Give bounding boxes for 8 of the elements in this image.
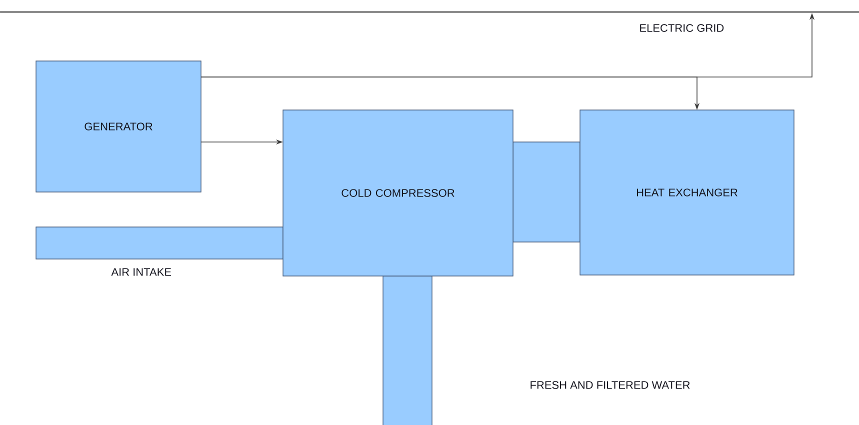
pipe-label: AIR INTAKE — [111, 268, 172, 276]
water-pipe — [382, 276, 432, 425]
air-intake-pipe — [36, 226, 284, 260]
pipe-label: FRESH AND FILTERED WATER — [530, 381, 690, 389]
grid-line — [0, 11, 859, 13]
connecting-pipe — [512, 142, 580, 242]
generator-box: GENERATOR — [36, 60, 202, 192]
pipe-label: ELECTRIC GRID — [640, 24, 724, 32]
